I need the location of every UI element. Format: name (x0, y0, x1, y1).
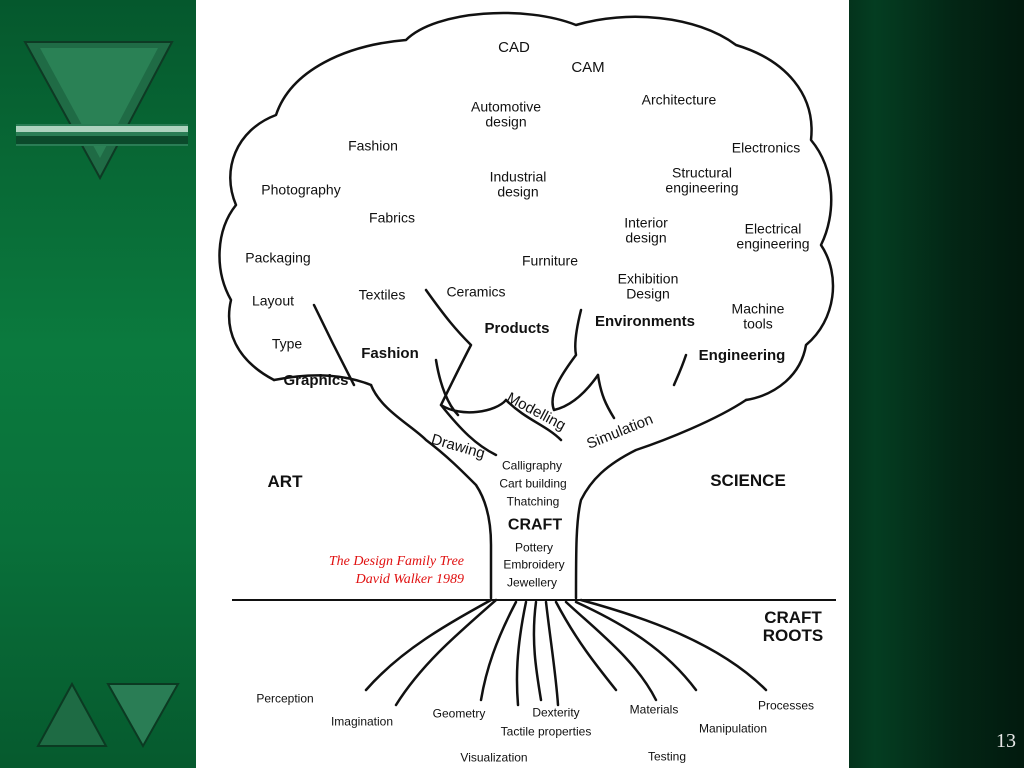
roots (364, 598, 768, 707)
right-panel (849, 0, 1024, 768)
label-materials: Materials (629, 702, 679, 717)
caption-title: The Design Family Tree (328, 554, 464, 569)
label-fashion-top: Fashion (348, 137, 398, 154)
tree-drawing (218, 11, 836, 707)
left-sidebar (0, 0, 196, 768)
design-family-tree-diagram: CAD CAM Automotive design Architecture F… (196, 0, 849, 768)
label-layout: Layout (251, 292, 295, 309)
label-ceramics: Ceramics (446, 283, 506, 300)
caption-author: David Walker 1989 (355, 572, 464, 587)
label-products: Products (484, 320, 550, 338)
label-perception: Perception (256, 691, 314, 706)
label-type: Type (271, 335, 303, 352)
label-visualization: Visualization (460, 750, 528, 765)
label-cart-building: Cart building (499, 476, 567, 491)
label-imagination: Imagination (330, 714, 394, 729)
label-machine-tools: Machine tools (731, 300, 785, 331)
label-manipulation: Manipulation (698, 721, 768, 736)
label-geometry: Geometry (432, 706, 486, 721)
label-craft: CRAFT (507, 516, 563, 534)
canopy-outline (218, 11, 835, 402)
label-dexterity: Dexterity (532, 705, 580, 720)
label-embroidery: Embroidery (503, 557, 565, 572)
trunk-left (369, 383, 493, 600)
label-architecture: Architecture (641, 91, 717, 108)
label-science: SCIENCE (710, 471, 786, 491)
diagram-caption: The Design Family Tree David Walker 1989 (196, 553, 464, 589)
label-cam: CAM (571, 59, 605, 77)
label-photography: Photography (261, 181, 341, 198)
label-cad: CAD (498, 39, 530, 57)
label-jewellery: Jewellery (506, 575, 558, 590)
slide-page-number: 13 (996, 730, 1016, 752)
label-furniture: Furniture (521, 252, 579, 269)
label-engineering: Engineering (698, 347, 786, 365)
label-interior-design: Interior design (624, 214, 668, 245)
label-packaging: Packaging (245, 249, 311, 266)
label-fabrics: Fabrics (369, 209, 415, 226)
trunk-right (574, 398, 748, 600)
label-exhibition-design: Exhibition Design (617, 270, 679, 301)
label-graphics: Graphics (283, 372, 349, 390)
label-structural-engineering: Structural engineering (665, 164, 739, 195)
label-art: ART (267, 472, 303, 492)
label-craft-roots: CRAFT ROOTS (762, 608, 824, 645)
label-automotive-design: Automotive design (470, 98, 542, 129)
label-tactile-properties: Tactile properties (500, 724, 592, 739)
top-triangle-ornament (16, 41, 188, 181)
label-pottery: Pottery (514, 540, 554, 555)
branch-fashion-products (424, 288, 508, 414)
branch-environments (551, 308, 600, 412)
label-thatching: Thatching (506, 494, 560, 509)
label-fashion: Fashion (361, 345, 419, 363)
label-industrial-design: Industrial design (489, 168, 547, 199)
bottom-triangles-ornament (36, 681, 180, 749)
branch-graphics (272, 374, 373, 387)
label-calligraphy: Calligraphy (501, 458, 563, 473)
label-electrical-engineering: Electrical engineering (736, 220, 810, 251)
label-environments: Environments (594, 313, 696, 331)
label-testing: Testing (647, 749, 687, 764)
label-electronics: Electronics (731, 139, 801, 156)
label-processes: Processes (757, 698, 815, 713)
label-textiles: Textiles (358, 286, 406, 303)
